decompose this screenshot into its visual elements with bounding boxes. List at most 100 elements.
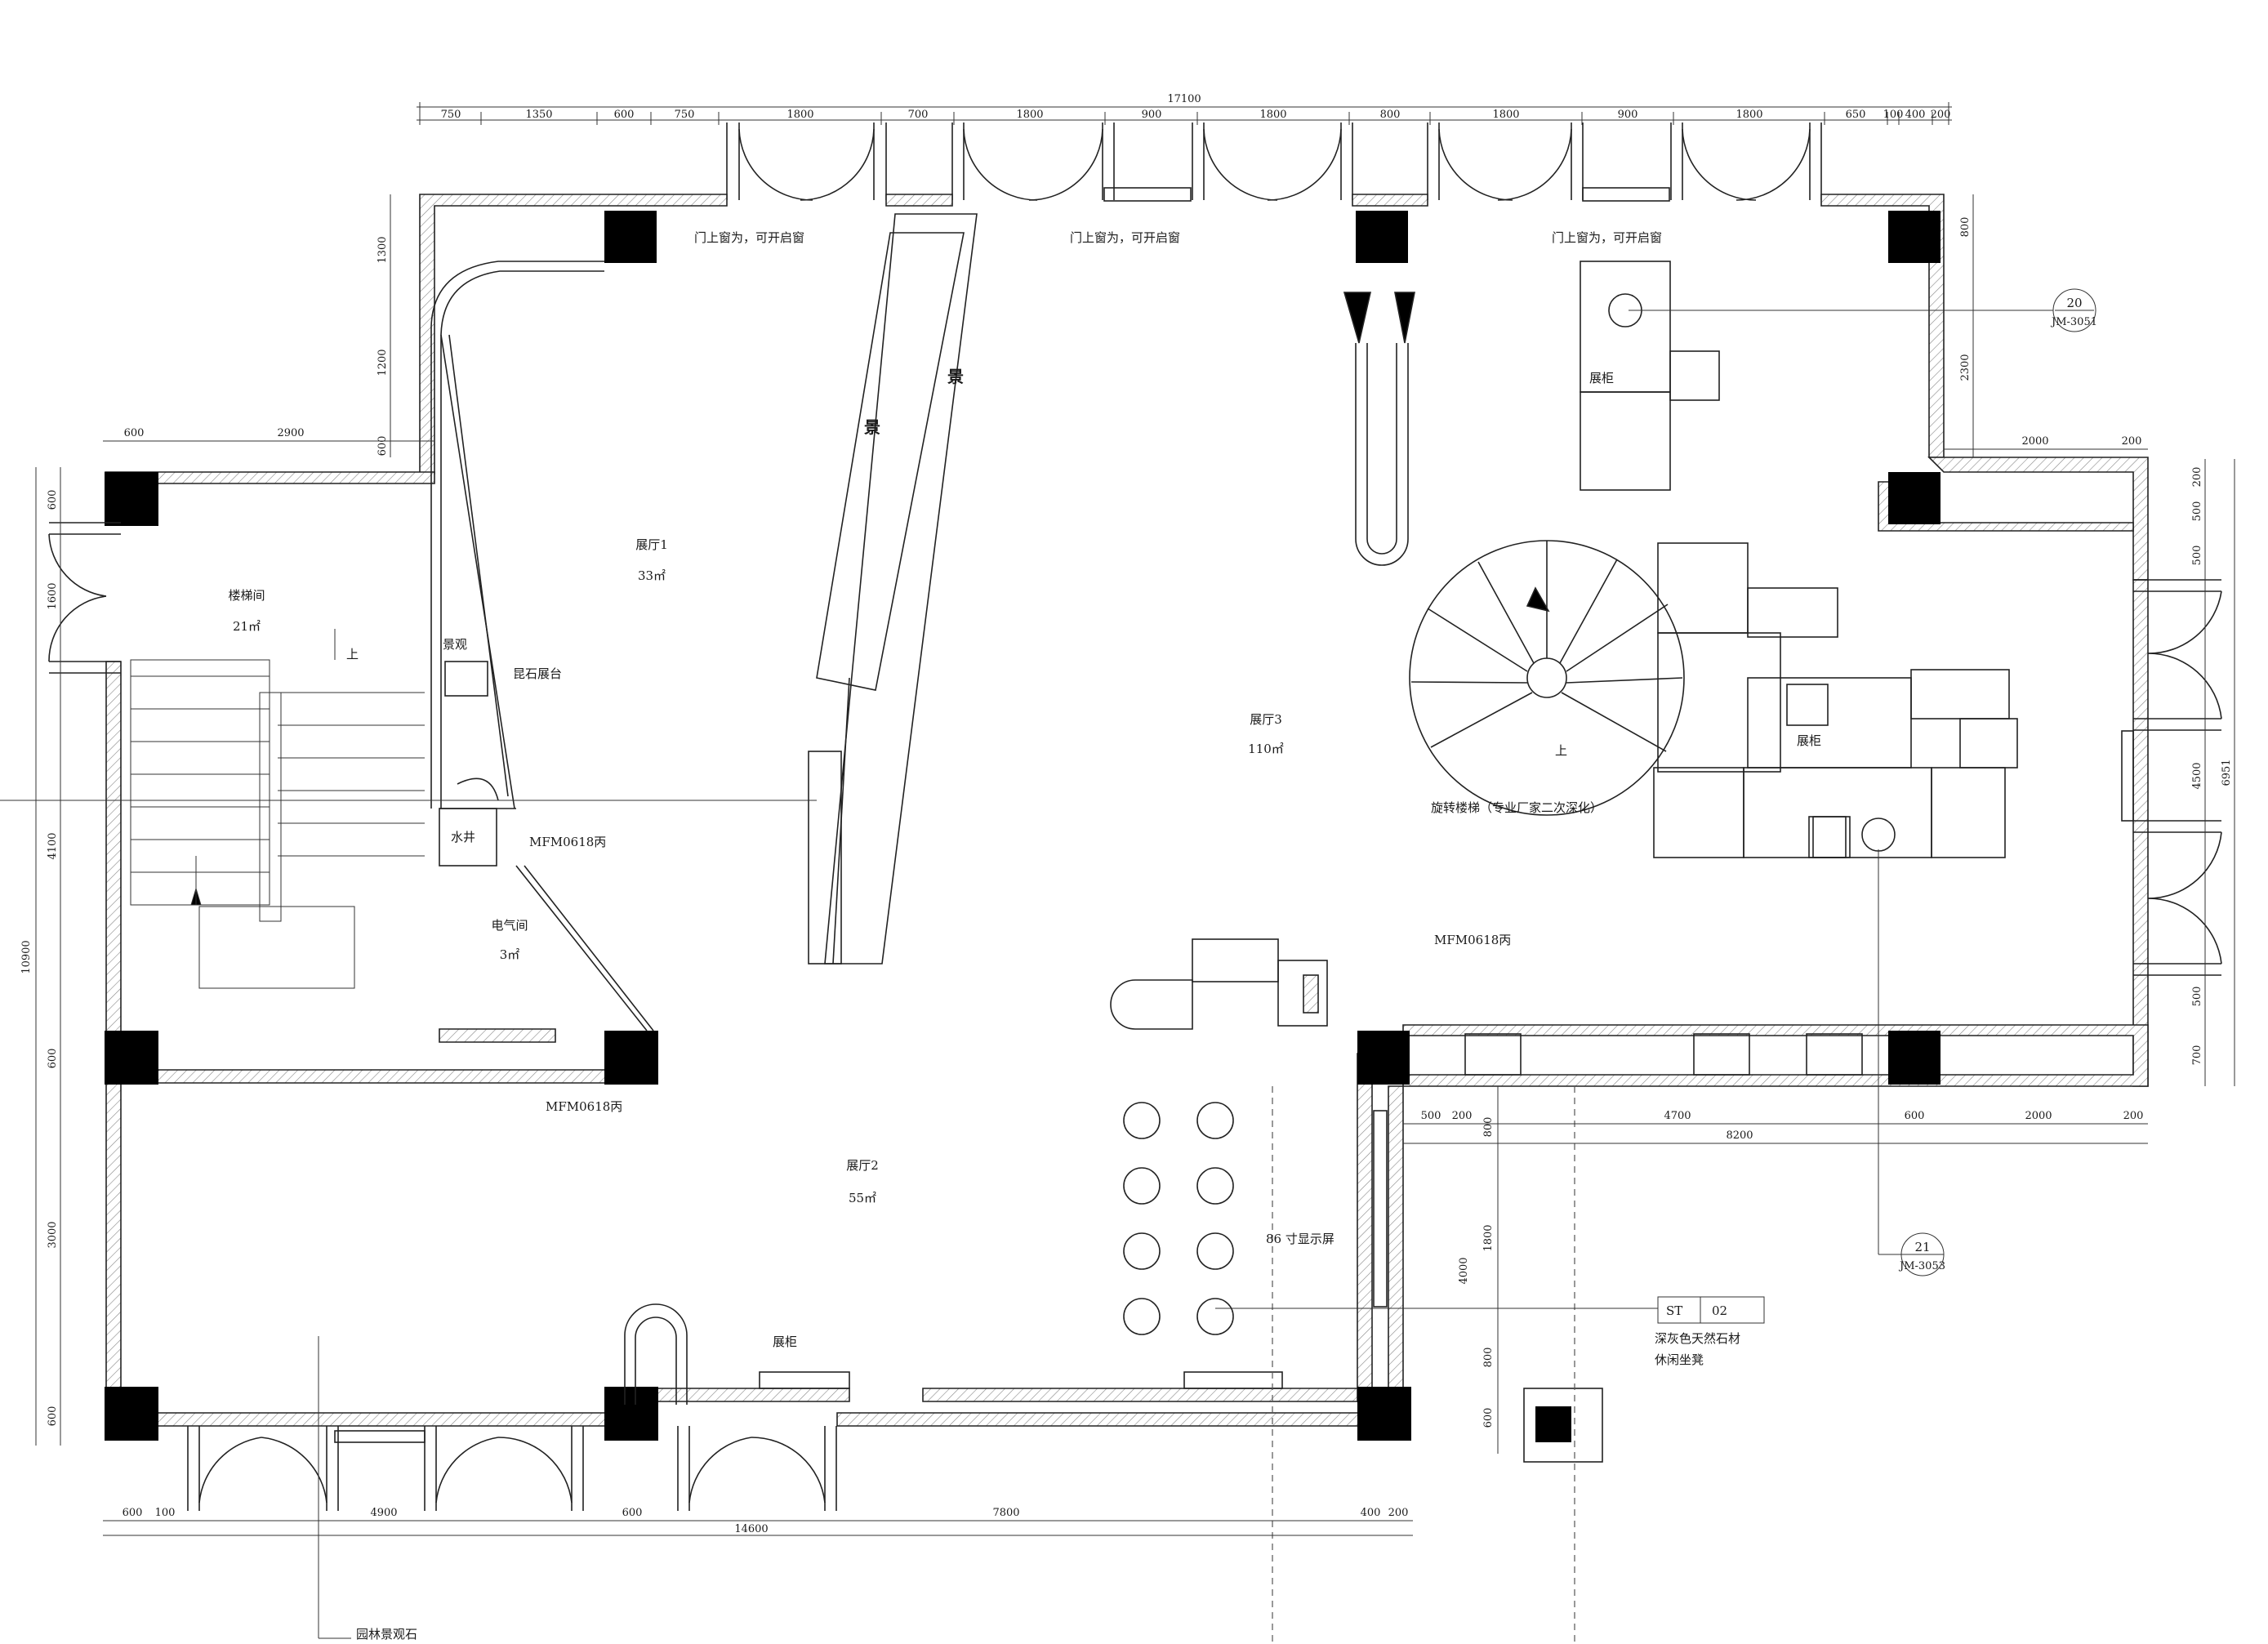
column — [1356, 211, 1408, 263]
dim-right-seg: 4500 — [2191, 762, 2203, 789]
dim-bottom-seg: 200 — [1388, 1507, 1409, 1519]
column — [1888, 472, 1940, 524]
dim-left-upper: 600 — [377, 436, 389, 457]
dim-top-seg: 1350 — [525, 109, 552, 121]
dim-left-seg: 1600 — [47, 582, 59, 609]
dim-top-seg: 900 — [1142, 109, 1162, 121]
dim-bottom-seg: 7800 — [992, 1507, 1019, 1519]
stair-up: 上 — [346, 647, 359, 662]
dim-right-seg: 500 — [2191, 546, 2203, 566]
dim-right-upper: 2300 — [1959, 354, 1972, 381]
scene-label: 景 — [864, 417, 880, 437]
left-door — [48, 522, 121, 674]
dim-left-upper: 1200 — [377, 349, 389, 376]
top-doors — [726, 123, 1822, 202]
dim-left-seg: 4100 — [47, 832, 59, 859]
column — [105, 1387, 158, 1441]
dim-left-total: 10900 — [20, 940, 33, 973]
dim-bottom-seg: 600 — [622, 1507, 643, 1519]
dim-right-seg: 500 — [2191, 987, 2203, 1007]
dim-mid-seg: 500 — [1421, 1110, 1441, 1122]
dim-bottom-seg: 600 — [123, 1507, 143, 1519]
dim-bottom-total: 14600 — [734, 1523, 768, 1535]
stone-desc: 深灰色天然石材 — [1655, 1331, 1740, 1346]
dim-left-seg: 3000 — [47, 1221, 59, 1248]
dim-bottom-seg: 100 — [155, 1507, 176, 1519]
column — [1888, 1031, 1940, 1085]
dim-left-seg: 600 — [47, 490, 59, 510]
dim-top-seg: 1800 — [786, 109, 813, 121]
dim-top-total: 17100 — [1167, 93, 1201, 105]
hall2-area: 55㎡ — [849, 1191, 876, 1205]
dim-left-seg: 600 — [47, 1049, 59, 1069]
dim-right-total: 6951 — [2221, 759, 2233, 786]
dim-top-seg: 900 — [1618, 109, 1638, 121]
column — [1357, 1031, 1410, 1085]
dim-left-horiz: 2900 — [277, 427, 304, 439]
column — [1888, 211, 1940, 263]
bottom-doors — [187, 1426, 837, 1511]
dim-mid-total: 8200 — [1726, 1129, 1753, 1142]
cabinet-label: 展柜 — [1797, 733, 1821, 748]
staircase — [130, 629, 425, 989]
column — [105, 472, 158, 526]
hall2-label: 展厅2 — [846, 1158, 879, 1173]
callout-sheet: JM-3051 — [2050, 316, 2097, 328]
window-note: 门上窗为，可开启窗 — [1552, 230, 1662, 245]
dim-top-seg: 750 — [675, 109, 695, 121]
dim-left-upper: 1300 — [377, 236, 389, 263]
left-dimension-chain: 10900 600 1600 4100 600 3000 600 1300 12… — [20, 194, 434, 1446]
scene-label: 景 — [947, 367, 964, 386]
stone-use: 休闲坐凳 — [1655, 1352, 1704, 1367]
top-dimension-chain: 17100 750 1350 600 750 1800 700 1800 900… — [417, 93, 1952, 125]
electric-room-area: 3㎡ — [500, 947, 520, 962]
window-note: 门上窗为，可开启窗 — [694, 230, 804, 245]
dim-top-seg: 1800 — [1259, 109, 1286, 121]
dim-right-seg: 700 — [2191, 1045, 2203, 1066]
water-well-label: 水井 — [451, 830, 475, 844]
column — [1357, 1387, 1411, 1441]
dim-mid-vert: 1800 — [1482, 1224, 1495, 1251]
dim-bottom-seg: 4900 — [370, 1507, 397, 1519]
column — [604, 1031, 658, 1085]
dim-top-seg: 800 — [1380, 109, 1401, 121]
cabinet-label: 展柜 — [773, 1334, 797, 1349]
column — [604, 211, 657, 263]
dim-top-seg: 100 — [1883, 109, 1904, 121]
landscape-label: 景观 — [443, 637, 467, 652]
stair-room-label: 楼梯间 — [228, 588, 265, 603]
dim-right-horiz: 2000 — [2021, 435, 2048, 448]
callout-number: 20 — [2066, 296, 2082, 310]
dim-right-horiz: 200 — [2122, 435, 2142, 448]
dim-right-upper: 800 — [1959, 217, 1972, 238]
spiral-stair-label: 旋转楼梯（专业厂家二次深化） — [1431, 800, 1602, 815]
dim-right-seg: 500 — [2191, 501, 2203, 522]
dim-top-seg: 1800 — [1492, 109, 1519, 121]
dim-mid-seg: 4700 — [1664, 1110, 1691, 1122]
bottom-dimension-chain: 600 100 4900 600 7800 400 200 14600 — [103, 1507, 1413, 1536]
dim-mid-seg: 200 — [1452, 1110, 1473, 1122]
cabinet-label: 展柜 — [1589, 371, 1614, 385]
stone-tag: ST — [1666, 1303, 1682, 1318]
dim-top-seg: 600 — [614, 109, 635, 121]
dim-mid-vert: 600 — [1482, 1408, 1495, 1428]
hall1-label: 展厅1 — [635, 537, 668, 552]
column — [105, 1031, 158, 1085]
dim-left-horiz: 600 — [124, 427, 145, 439]
dim-mid-seg: 2000 — [2025, 1110, 2052, 1122]
dim-mid-vert: 800 — [1482, 1348, 1495, 1368]
dim-left-seg: 600 — [47, 1406, 59, 1427]
electric-room-label: 电气间 — [491, 918, 528, 933]
scene-wall — [808, 213, 978, 965]
dim-mid-seg: 600 — [1905, 1110, 1925, 1122]
dim-top-seg: 400 — [1905, 109, 1926, 121]
door-code: MFM0618丙 — [546, 1099, 622, 1114]
callout-sheet: JM-3053 — [1898, 1260, 1945, 1272]
ramp — [1343, 292, 1415, 566]
dim-mid-vert: 800 — [1482, 1117, 1495, 1138]
hall3-label: 展厅3 — [1250, 712, 1282, 727]
display-screen-label: 86 寸显示屏 — [1266, 1232, 1335, 1246]
column — [604, 1387, 658, 1441]
dim-top-seg: 700 — [908, 109, 929, 121]
